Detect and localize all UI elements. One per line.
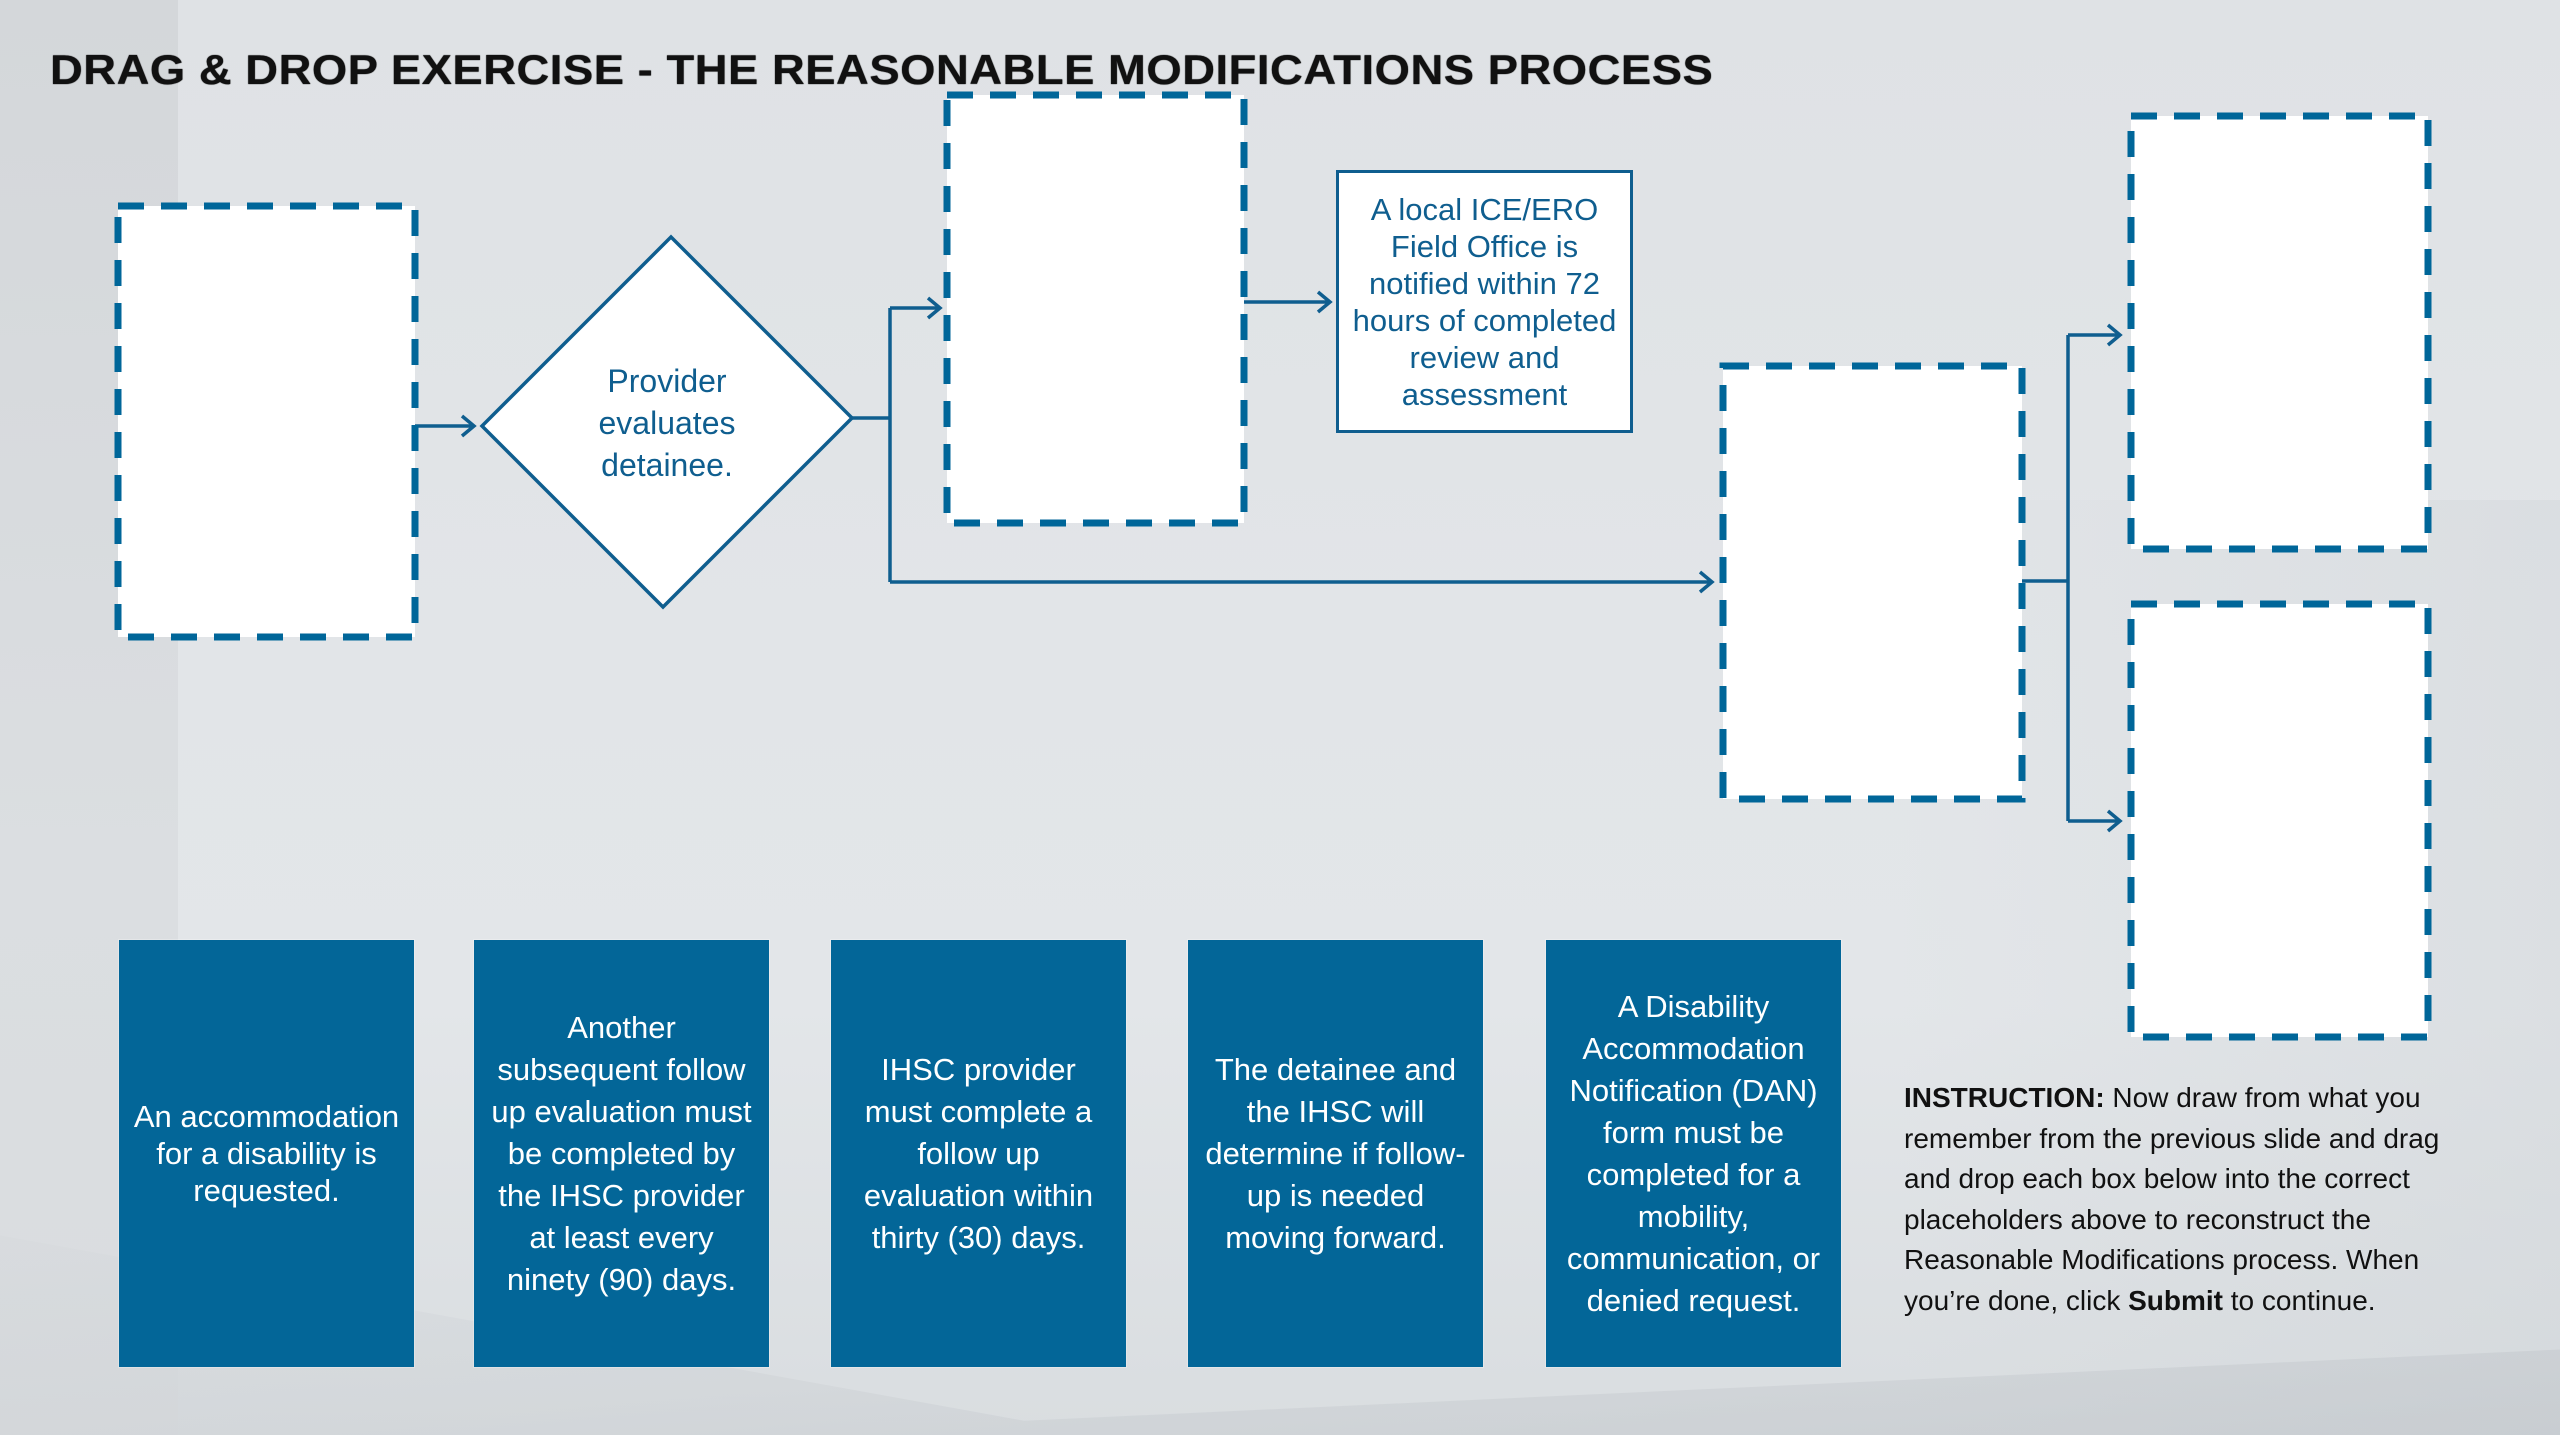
- dashed-border: [2127, 112, 2432, 553]
- instruction-text: INSTRUCTION: Now draw from what you reme…: [1904, 1078, 2464, 1321]
- page-title: DRAG & DROP EXERCISE - THE REASONABLE MO…: [50, 46, 1713, 94]
- draggable-card-accommodation-requested[interactable]: An accommodation for a disability is req…: [119, 940, 414, 1367]
- draggable-card-dan-form[interactable]: A Disability Accommodation Notification …: [1546, 940, 1841, 1367]
- draggable-card-determine-followup[interactable]: The detainee and the IHSC will determine…: [1188, 940, 1483, 1367]
- instruction-tail: to continue.: [2223, 1284, 2376, 1316]
- dashed-border: [1719, 362, 2026, 803]
- arrow-a-to-diamond: [415, 414, 477, 438]
- dashed-border: [943, 91, 1248, 527]
- card-text: An accommodation for a disability is req…: [133, 1099, 400, 1208]
- card-text: Another subsequent follow up evaluation …: [491, 1009, 752, 1297]
- draggable-card-ninety-day-followup[interactable]: Another subsequent follow up evaluation …: [474, 940, 769, 1367]
- title-prefix: DRAG & DROP EXERCISE -: [50, 46, 667, 93]
- instruction-body: Now draw from what you remember from the…: [1904, 1082, 2440, 1316]
- instruction-label: INSTRUCTION:: [1904, 1082, 2105, 1113]
- notification-box: A local ICE/ERO Field Office is notified…: [1336, 170, 1633, 433]
- notification-box-label: A local ICE/ERO Field Office is notified…: [1352, 191, 1617, 412]
- arrow-to-zone-b: [890, 296, 943, 320]
- dashed-border: [114, 202, 419, 641]
- drop-zone-4[interactable]: [2127, 112, 2432, 553]
- drop-zone-3[interactable]: [1719, 362, 2026, 803]
- arrow-zone-b-to-notice: [1244, 290, 1333, 314]
- drop-zone-1[interactable]: [114, 202, 419, 641]
- title-main: THE REASONABLE MODIFICATIONS PROCESS: [666, 46, 1714, 93]
- draggable-card-thirty-day-followup[interactable]: IHSC provider must complete a follow up …: [831, 940, 1126, 1367]
- drop-zone-5[interactable]: [2127, 600, 2432, 1041]
- drop-zone-2[interactable]: [943, 91, 1248, 527]
- card-text: The detainee and the IHSC will determine…: [1205, 1051, 1466, 1255]
- instruction-submit-word: Submit: [2128, 1284, 2223, 1316]
- connector-diamond-branch: [852, 308, 892, 582]
- arrow-to-zone-d: [2068, 323, 2123, 347]
- card-text: IHSC provider must complete a follow up …: [863, 1051, 1094, 1255]
- decision-diamond-label: Provider evaluates detainee.: [598, 363, 736, 483]
- dashed-border: [2127, 600, 2432, 1041]
- arrow-to-zone-c: [890, 570, 1715, 594]
- card-text: A Disability Accommodation Notification …: [1566, 988, 1821, 1318]
